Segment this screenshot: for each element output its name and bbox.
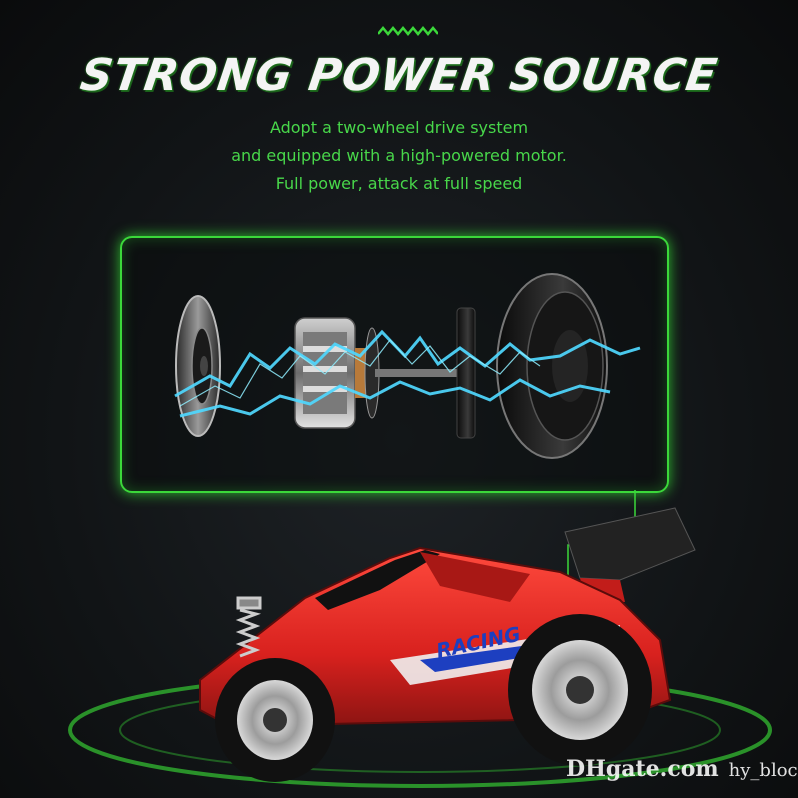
subtitle-line-3: Full power, attack at full speed	[275, 174, 523, 193]
suspension-spring-icon	[235, 596, 262, 658]
motor-washer-icon	[456, 307, 476, 439]
motor-rotor-icon	[294, 317, 380, 429]
exploded-motor-illustration	[174, 273, 641, 459]
watermark: DHgate.com hy_blocks	[566, 756, 798, 782]
rear-wheel-icon	[508, 614, 652, 766]
motor-housing-icon	[496, 273, 608, 459]
watermark-brand: DHgate.com	[566, 756, 719, 782]
rc-race-car-illustration: RACING	[68, 507, 772, 788]
motor-shaft-icon	[375, 369, 465, 377]
subtitle-line-2: and equipped with a high-powered motor.	[231, 146, 567, 165]
watermark-store: hy_blocks	[728, 760, 798, 781]
headline-part-1: STRONG POWER	[77, 50, 500, 101]
subtitle-line-1: Adopt a two-wheel drive system	[269, 118, 529, 137]
wave-ornament-icon	[378, 26, 438, 36]
headline-part-2: SOURCE	[506, 50, 721, 101]
front-wheel-icon	[215, 658, 335, 782]
